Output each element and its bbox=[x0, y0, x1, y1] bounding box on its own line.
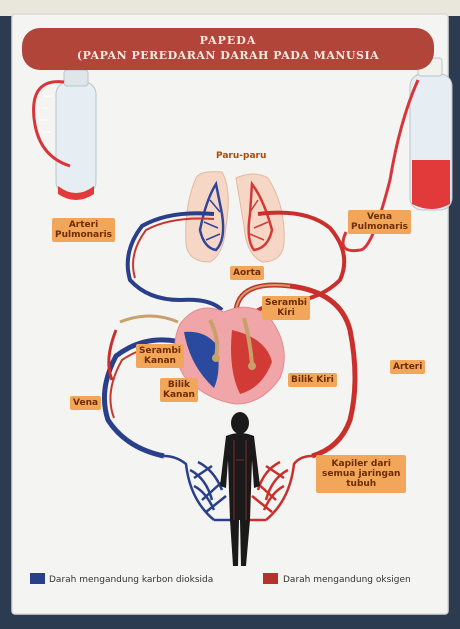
label-pulmonary-vein: Vena Pulmonaris bbox=[348, 210, 411, 234]
legend-label-oxygenated: Darah mengandung oksigen bbox=[283, 575, 411, 585]
label-left-atrium: Serambi Kiri bbox=[262, 296, 310, 320]
label-right-ventricle: Bilik Kanan bbox=[160, 378, 198, 402]
legend-label-deoxygenated: Darah mengandung karbon dioksida bbox=[49, 575, 213, 585]
label-lungs: Paru-paru bbox=[216, 151, 266, 161]
title-banner: PAPEDA (PAPAN PEREDARAN DARAH PADA MANUS… bbox=[22, 28, 434, 70]
label-artery: Arteri bbox=[390, 360, 425, 374]
label-left-ventricle: Bilik Kiri bbox=[288, 373, 337, 387]
label-aorta: Aorta bbox=[230, 266, 264, 280]
label-vein: Vena bbox=[70, 396, 101, 410]
title-line-2: (PAPAN PEREDARAN DARAH PADA MANUSIA bbox=[22, 49, 434, 62]
legend-swatch-deoxygenated bbox=[30, 573, 45, 584]
label-pulmonary-artery: Arteri Pulmonaris bbox=[52, 218, 115, 242]
title-line-1: PAPEDA bbox=[22, 34, 434, 47]
label-capillaries: Kapiler dari semua jaringan tubuh bbox=[316, 455, 406, 493]
legend-swatch-oxygenated bbox=[263, 573, 278, 584]
label-right-atrium: Serambi Kanan bbox=[136, 344, 184, 368]
